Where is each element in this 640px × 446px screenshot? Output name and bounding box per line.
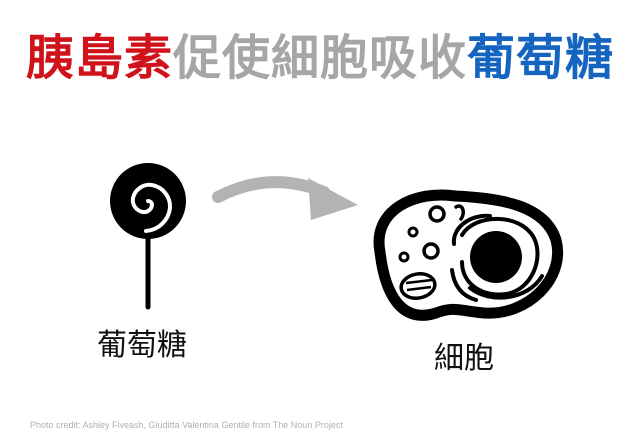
curved-arrow-icon bbox=[212, 176, 358, 220]
photo-credit: Photo credit: Ashley Fiveash, Giuditta V… bbox=[30, 420, 343, 430]
title-insulin: 胰島素 bbox=[25, 30, 173, 86]
cell-icon bbox=[373, 189, 564, 321]
glucose-label: 葡萄糖 bbox=[97, 328, 187, 363]
title-glucose: 葡萄糖 bbox=[467, 30, 615, 86]
page-title: 胰島素促使細胞吸收葡萄糖 bbox=[0, 28, 640, 88]
lollipop-icon bbox=[110, 163, 186, 310]
title-promotes-cell-absorption: 促使細胞吸收 bbox=[172, 30, 467, 86]
cell-label: 細胞 bbox=[434, 341, 494, 376]
